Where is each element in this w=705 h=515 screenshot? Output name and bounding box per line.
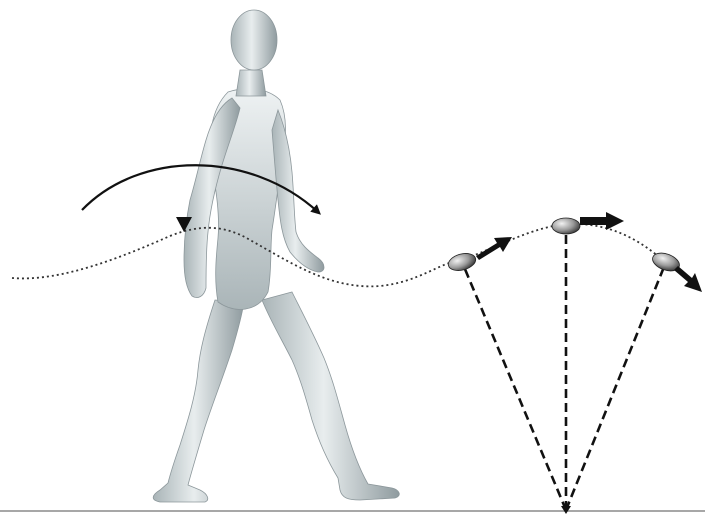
pendulum-bob-center xyxy=(552,218,580,234)
center-of-mass-path xyxy=(12,224,700,288)
pendulum-rod-right xyxy=(566,262,666,510)
velocity-arrow-icon xyxy=(476,237,512,260)
head xyxy=(231,10,277,70)
pendulum-bob-icon xyxy=(552,218,580,234)
neck xyxy=(236,70,266,96)
pendulum-bob-icon xyxy=(446,251,477,274)
pendulum-rod-left xyxy=(462,262,566,510)
human-figure xyxy=(153,10,399,502)
back-leg xyxy=(153,300,244,502)
velocity-arrows xyxy=(476,212,702,292)
velocity-arrow-icon xyxy=(674,266,702,292)
inverted-pendulum xyxy=(462,226,666,510)
pendulum-pivot-icon xyxy=(561,506,571,514)
pendulum-bob-left xyxy=(446,251,477,274)
far-arm xyxy=(272,110,324,272)
front-leg xyxy=(262,292,399,500)
